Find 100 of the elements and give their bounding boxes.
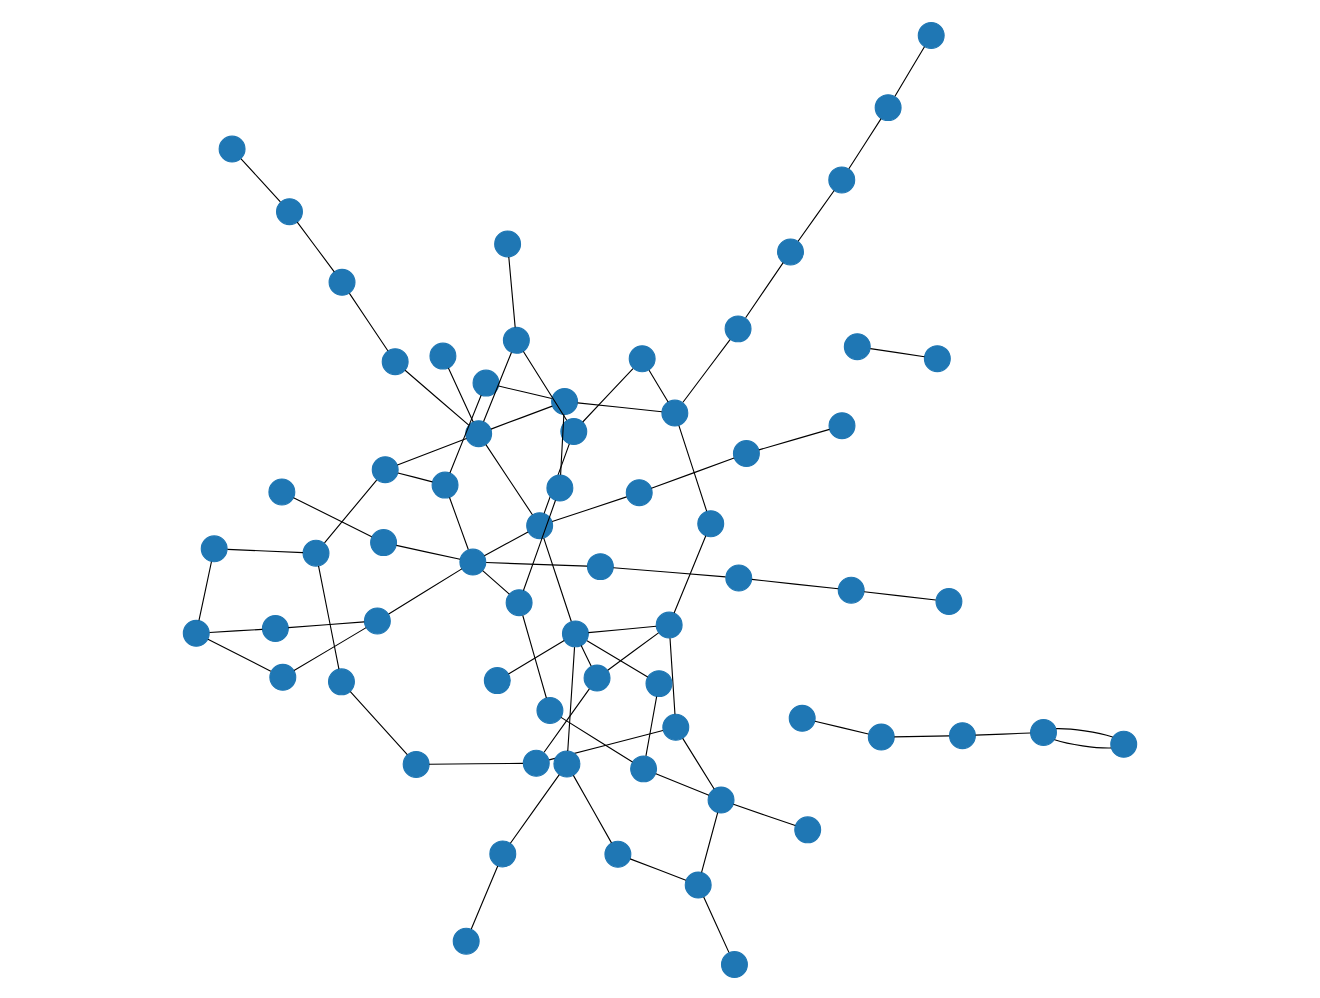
node-circle [302,538,330,566]
node-circle [465,419,493,447]
connector [490,404,553,429]
connector [758,427,831,450]
connector [974,731,1031,735]
node-circle [586,552,614,580]
connector [548,729,664,760]
connector [703,895,730,952]
node-circle [874,93,902,121]
connector [577,401,663,412]
node-circle [867,722,895,750]
connector [1055,727,1114,737]
connector [580,644,592,666]
node-circle [553,749,581,777]
node-circle [661,398,689,426]
node-circle [828,165,856,193]
connector [388,567,463,614]
connector [522,613,547,698]
node-circle [269,662,297,690]
node-circle [720,950,748,978]
node-circle [604,839,632,867]
connector [869,347,926,357]
node-circle [923,344,951,372]
connector [348,291,389,351]
connector [732,802,796,826]
connector [551,495,628,522]
connector [682,338,731,402]
connector [483,351,512,422]
connector [395,543,461,559]
node-circle [276,197,303,225]
connector [797,188,835,241]
connector [207,637,272,671]
node-circle [560,417,588,444]
node-circle [732,439,760,467]
node-circle [684,870,712,898]
connector [449,393,482,473]
connector [587,624,657,633]
connector [894,45,926,96]
connector [560,715,634,762]
node-circle [402,749,430,777]
node-circle [452,926,480,954]
node-circle [371,455,399,483]
connector [447,366,474,422]
connector [293,626,367,671]
node-circle [788,703,816,731]
connector [296,220,335,272]
connector [543,687,590,752]
connector [669,636,676,714]
node-circle [655,610,683,638]
connector [701,811,719,872]
connector [317,564,340,669]
connector [648,368,669,402]
node-circle [370,528,398,556]
node-circle [630,754,658,782]
node-circle [697,509,725,537]
connector [567,645,576,751]
connector [323,478,378,543]
node-circle [628,344,656,372]
connector [240,157,281,202]
node-circle [625,478,653,506]
node-circle [494,229,522,257]
node-circle [935,587,963,614]
connector [404,368,470,425]
connector [396,436,467,465]
node-circle [268,477,296,505]
connector [607,631,660,670]
node-circle [777,237,804,265]
node-circle [546,473,574,501]
connector [485,561,588,566]
connector [745,261,784,318]
connector [848,117,882,169]
node-circle [489,839,517,867]
connector [498,384,553,399]
connector [560,412,565,475]
connector [814,719,869,734]
connector [198,560,212,620]
node-circle [182,618,210,646]
connector [482,569,510,594]
node-circle [794,815,822,843]
connector [1054,738,1112,748]
connector [508,255,516,327]
connector [509,773,560,843]
connector [522,349,568,420]
connector [893,734,950,737]
node-circle [1030,717,1057,745]
node-circle [381,347,409,375]
connector [485,443,533,515]
node-circle [583,663,611,691]
connector [543,442,570,513]
node-circle [261,614,289,642]
node-circle [328,667,355,695]
node-circle [363,606,391,634]
node-circle [483,666,511,694]
node-circle [536,695,564,723]
node-circle [502,325,530,353]
connector [612,566,727,577]
connector [572,773,613,843]
connector [650,456,735,488]
node-circle [472,368,500,396]
node-circle [505,588,533,616]
